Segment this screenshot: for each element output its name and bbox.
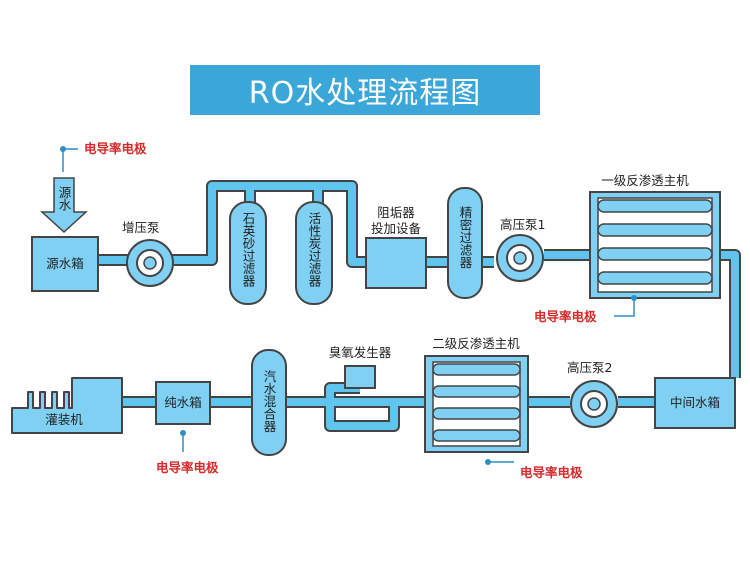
page-title: RO水处理流程图 [190,65,540,115]
source-water-arrow: 源水 [40,177,88,234]
ro-stage-2-label: 二级反渗透主机 [432,336,520,351]
filling-machine: 灌装机 [11,377,123,434]
middle-tank: 中间水箱 [654,377,736,429]
sensor-label-source: 电导率电极 [84,141,147,156]
ro-stage-2: 二级反渗透主机 [424,336,529,453]
hp-pump-1: 高压泵1 [496,217,545,282]
pure-tank: 纯水箱 [155,381,211,425]
quartz-filter-label: 石英砂过滤器 [241,212,256,288]
carbon-filter-label: 活性炭过滤器 [307,212,322,288]
ozone-generator: 臭氧发生器 [329,345,392,389]
ro-stage-1: 一级反渗透主机 [589,173,721,299]
antiscalant-label-2: 投加设备 [371,221,422,236]
precision-filter: 精密过滤器 [447,187,483,299]
ro-stage-1-label: 一级反渗透主机 [601,173,689,188]
mixer: 汽水混合器 [251,349,287,456]
filling-machine-label: 灌装机 [45,412,83,427]
hp-pump-2: 高压泵2 [567,360,618,428]
sensor-label-ro2: 电导率电极 [520,465,583,480]
precision-filter-label: 精密过滤器 [458,206,473,269]
pure-tank-label: 纯水箱 [164,395,202,410]
source-tank: 源水箱 [31,236,99,292]
antiscalant-label-1: 阻垢器 [377,205,415,220]
antiscalant-dosing: 阻垢器 投加设备 [365,205,427,289]
hp-pump-1-label: 高压泵1 [500,217,545,232]
ozone-generator-label: 臭氧发生器 [329,345,392,360]
sensor-source: 电导率电极 [60,141,147,172]
mixer-label: 汽水混合器 [262,369,277,433]
sensor-pure: 电导率电极 [156,430,219,475]
sensor-ro2: 电导率电极 [485,459,583,480]
quartz-filter: 石英砂过滤器 [229,201,267,305]
carbon-filter: 活性炭过滤器 [295,201,333,305]
booster-pump-label: 增压泵 [122,220,160,235]
source-water-label: 源水 [57,186,72,211]
middle-tank-label: 中间水箱 [670,395,720,410]
sensor-label-pure: 电导率电极 [156,460,219,475]
sensor-ro1: 电导率电极 [534,295,637,324]
booster-pump: 增压泵 [122,220,174,287]
source-tank-label: 源水箱 [46,256,84,271]
pipes [98,180,741,432]
hp-pump-2-label: 高压泵2 [567,360,612,375]
sensor-label-ro1: 电导率电极 [534,309,597,324]
